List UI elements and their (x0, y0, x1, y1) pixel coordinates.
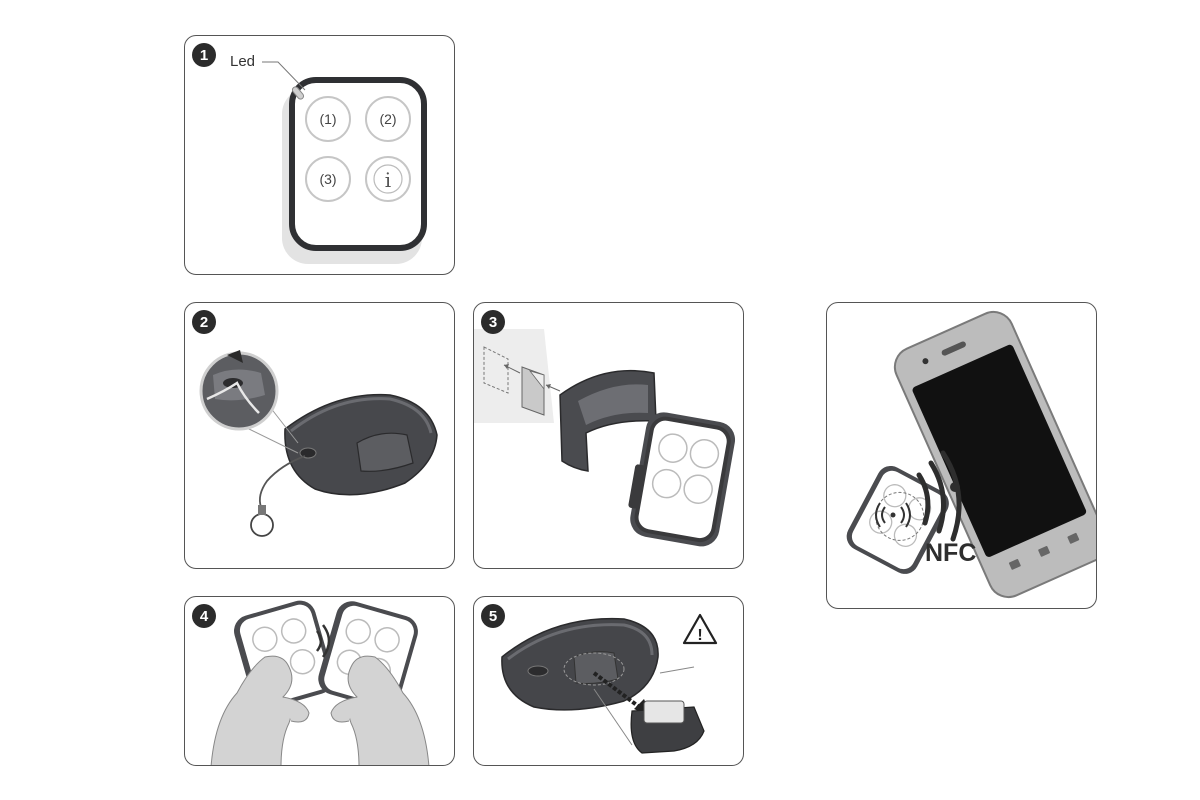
phone-screen (912, 344, 1087, 557)
warning-guide-line (659, 666, 695, 674)
phone-speaker (941, 341, 966, 356)
button-1-ring (305, 96, 351, 142)
step-1-badge: 1 (192, 43, 216, 67)
led-indicator (291, 86, 305, 100)
zoom-line-bottom (244, 426, 299, 454)
nfc-left-wave-1 (881, 506, 886, 524)
phone-nav-home (1038, 545, 1050, 557)
nfc-label: NFC (925, 539, 977, 567)
led-leader-line (262, 61, 306, 91)
nfc-remote-btn-1 (883, 484, 907, 508)
lanyard-cord (258, 455, 306, 508)
right-hand (347, 655, 430, 765)
device-clip-slot (356, 432, 414, 472)
step-3-badge: 3 (481, 310, 505, 334)
left-remote-btn-1 (252, 626, 278, 652)
device-back-hole (527, 665, 549, 677)
nfc-right-wave-2 (905, 502, 911, 528)
battery-illustration: ! (501, 613, 718, 754)
panel-nfc-phone: NFC (826, 302, 1097, 609)
nfc-center-dot (890, 512, 896, 518)
adhesive-target-outline (483, 346, 509, 394)
nfc-signal-wave-3 (940, 450, 962, 542)
device-back-highlight (507, 623, 654, 661)
phone-nav-recent (1067, 532, 1080, 544)
cord-clasp (258, 505, 266, 515)
device-edge-highlight (290, 397, 433, 434)
warning-exclamation: ! (697, 627, 702, 644)
left-remote-btn-4 (289, 648, 316, 675)
button-3-label: (3) (319, 171, 337, 187)
pairing-wave-inner (315, 630, 323, 652)
adhesive-peel-corner (528, 370, 545, 391)
led-label: Led (230, 53, 256, 70)
remote-front-illustration (262, 61, 427, 264)
pull-arrow-shaft (592, 671, 644, 711)
left-remote-btn-2 (280, 618, 307, 644)
bracket-remote-btn-3 (651, 468, 682, 499)
info-icon: i (384, 168, 392, 192)
bracket-remote-btn-1 (658, 433, 688, 463)
button-1-label: (1) (319, 111, 337, 127)
arrow-to-wall-head (504, 364, 509, 369)
right-remote-btn-2 (374, 627, 400, 653)
lanyard-illustration (199, 350, 438, 537)
bracket-inner-face (578, 384, 648, 425)
zoom-arrow-icon (227, 350, 243, 363)
key-ring (250, 513, 274, 537)
remote-face (634, 416, 731, 543)
phone-camera (922, 358, 929, 365)
button-info-ring (365, 156, 411, 202)
step-2-badge: 2 (192, 310, 216, 334)
nfc-signal-wave-2 (928, 460, 946, 534)
battery-cover-slot (573, 651, 619, 684)
nfc-right-wave-1 (900, 506, 905, 524)
nfc-signal-dot (950, 482, 960, 492)
nfc-illustration (846, 310, 1096, 599)
bracket-remote-btn-info (683, 474, 713, 504)
button-2-ring (365, 96, 411, 142)
panel-bracket-mount: 3 (473, 302, 744, 569)
pairing-illustration (210, 600, 430, 765)
panel-battery-replace: 5 ! (473, 596, 744, 766)
left-hand (210, 655, 293, 765)
bracket-side-grip (628, 464, 645, 509)
pairing-wave-outer (321, 624, 331, 658)
nfc-left-wave-2 (875, 502, 881, 528)
panel-lanyard-attach: 2 (184, 302, 455, 569)
step-5-badge: 5 (481, 604, 505, 628)
arrow-to-pad-head (546, 384, 551, 389)
nfc-signal-wave-1 (916, 472, 931, 526)
right-remote-btn-1 (345, 618, 371, 645)
zoom-cord (206, 381, 260, 414)
bracket-illustration (474, 329, 736, 547)
step-4-badge: 4 (192, 604, 216, 628)
panel-pairing-remotes: 4 (184, 596, 455, 766)
bracket-remote-btn-2 (689, 439, 720, 469)
button-3-ring (305, 156, 351, 202)
left-thumb (282, 696, 310, 723)
info-icon-ring (373, 164, 403, 194)
cover-guide-line (593, 688, 633, 746)
right-thumb (330, 696, 358, 723)
nfc-remote-face (851, 470, 944, 570)
button-2-label: (2) (379, 111, 397, 127)
phone-nav-back (1008, 559, 1021, 570)
warning-triangle-icon (682, 613, 718, 645)
coin-battery (643, 700, 685, 724)
panel-remote-buttons: 1 Led (1) (2) (3) i (184, 35, 455, 275)
battery-outline (563, 652, 625, 686)
